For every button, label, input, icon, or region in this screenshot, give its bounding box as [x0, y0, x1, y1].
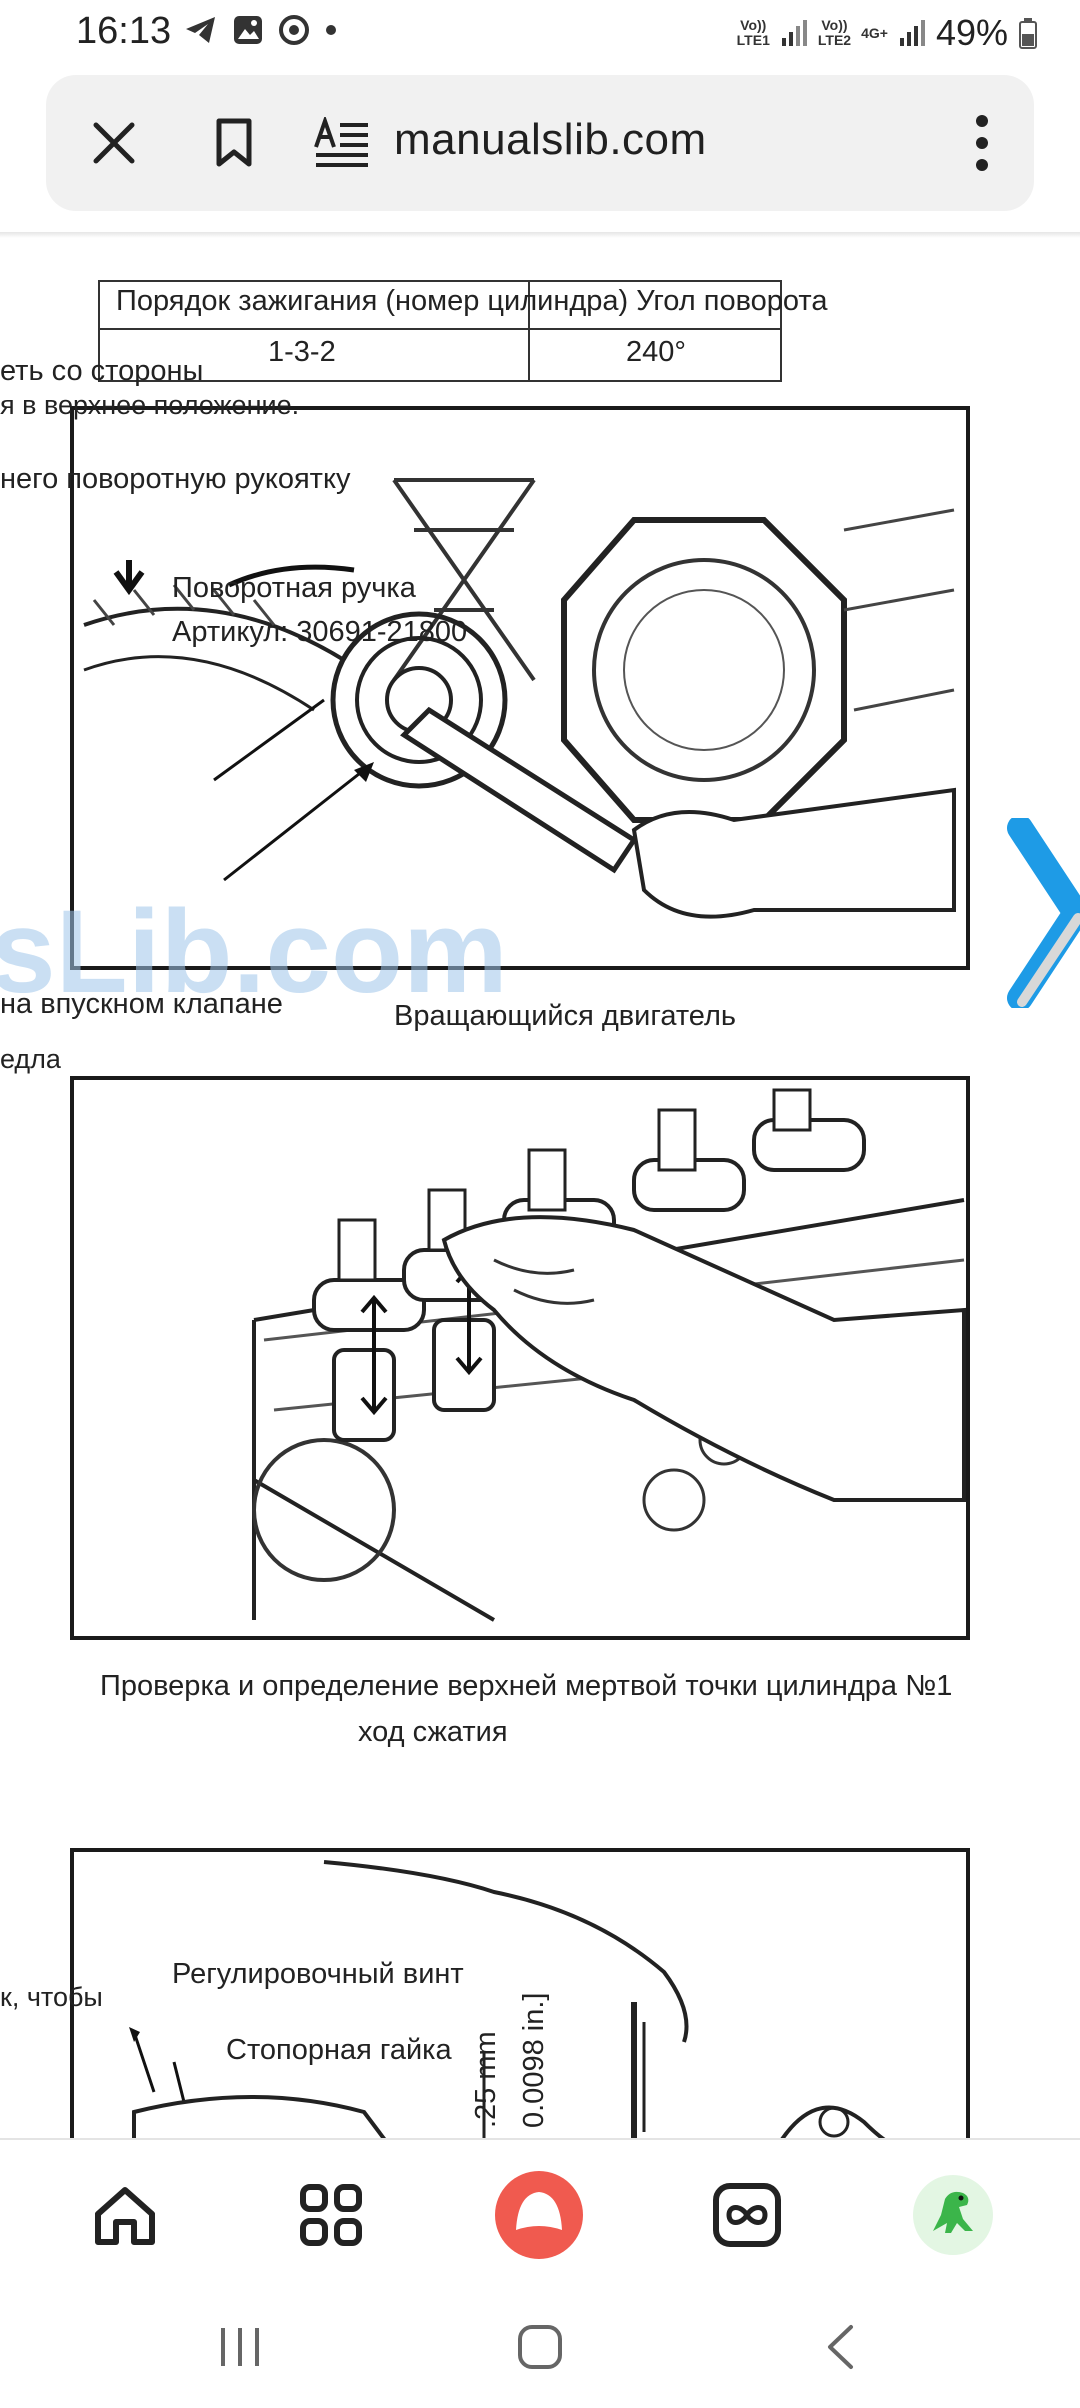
status-bar: 16:13 Vo)) LTE1 Vo)) LTE2 4G+ 49% — [0, 0, 1080, 68]
dot-icon — [326, 25, 336, 35]
url-bar-divider — [0, 232, 1080, 238]
network-type: 4G+ — [861, 24, 888, 41]
tool-name: Поворотная ручка — [172, 572, 416, 604]
sim1-volte: Vo)) — [740, 17, 767, 33]
notification-icons — [184, 14, 338, 46]
sim1-indicator: Vo)) LTE1 — [737, 18, 770, 48]
left-text-fragment-1: еть со стороны — [0, 355, 204, 387]
figure2-caption-line2: ход сжатия — [358, 1716, 508, 1748]
url-text[interactable]: manualslib.com — [394, 115, 707, 164]
alice-icon — [495, 2171, 583, 2259]
gallery-icon — [234, 16, 262, 44]
left-text-fragment-5: едла — [0, 1044, 61, 1074]
sim2-volte: Vo)) — [821, 17, 848, 33]
system-home-icon — [518, 2325, 562, 2369]
left-text-fragment-4: на впускном клапане — [0, 988, 283, 1020]
clock: 16:13 — [76, 10, 172, 52]
left-text-fragment-2: я в верхнее положение. — [0, 390, 300, 420]
figure-rotating-engine — [70, 406, 970, 970]
cylinder-head-drawing — [252, 1088, 966, 1622]
sim2-indicator: Vo)) LTE2 — [818, 18, 851, 48]
bookmark-icon — [216, 118, 252, 167]
chevron-right-icon — [1007, 815, 1080, 1011]
more-vert-icon — [976, 115, 988, 171]
recents-button[interactable] — [200, 2312, 280, 2382]
dimension-mm: .25 mm — [470, 2031, 502, 2128]
grid-icon — [300, 2184, 362, 2246]
signal-icon-2 — [899, 20, 925, 46]
label-lock-nut: Стопорная гайка — [226, 2034, 452, 2066]
reader-mode-button[interactable] — [312, 113, 372, 173]
tabs-infinity-icon — [713, 2183, 781, 2247]
recents-icon — [221, 2328, 259, 2366]
table-col-divider — [528, 282, 530, 380]
battery-percent: 49% — [935, 12, 1008, 53]
dimension-inch: 0.0098 in.] — [518, 1992, 550, 2128]
tool-part-number: Артикул: 30691-21800 — [172, 616, 468, 648]
home-icon — [95, 2187, 155, 2245]
left-text-fragment-3: него поворотную рукоятку — [0, 463, 351, 495]
back-icon — [828, 2325, 853, 2369]
home-button[interactable] — [80, 2170, 170, 2260]
services-button[interactable] — [286, 2170, 376, 2260]
manual-page[interactable]: Порядок зажигания (номер цилиндра) Угол … — [0, 238, 1080, 2138]
figure-valve-check — [70, 1076, 970, 1640]
system-home-button[interactable] — [500, 2312, 580, 2382]
left-text-fragment-6: к, чтобы — [0, 1982, 103, 2012]
reader-mode-icon — [314, 117, 368, 167]
profile-button[interactable] — [908, 2170, 998, 2260]
sync-icon — [279, 15, 309, 45]
back-button[interactable] — [800, 2312, 880, 2382]
battery-icon — [1019, 18, 1037, 49]
bookmark-button[interactable] — [204, 113, 264, 173]
next-page-button[interactable] — [1000, 815, 1080, 1011]
close-icon — [93, 122, 135, 164]
figure2-caption-line1: Проверка и определение верхней мертвой т… — [100, 1670, 953, 1702]
sim1-lte: LTE1 — [736, 32, 770, 48]
close-tab-button[interactable] — [84, 113, 144, 173]
manualslib-watermark: sLib.com — [0, 886, 508, 1018]
system-navigation-bar — [0, 2288, 1080, 2408]
firing-order-value: 1-3-2 — [268, 336, 336, 368]
valve-adjust-drawing — [129, 1860, 886, 2138]
label-adjusting-screw: Регулировочный винт — [172, 1958, 464, 1990]
sim2-lte: LTE2 — [817, 32, 852, 48]
table-row-divider — [100, 328, 780, 330]
signal-icon — [781, 20, 807, 46]
more-options-button[interactable] — [952, 113, 1012, 173]
firing-order-table — [98, 280, 782, 382]
browser-bottom-bar — [0, 2138, 1080, 2290]
alice-assistant-button[interactable] — [494, 2170, 584, 2260]
system-indicators: Vo)) LTE1 Vo)) LTE2 4G+ 49% — [737, 12, 1038, 54]
dinosaur-avatar-icon — [913, 2175, 993, 2255]
figure1-caption: Вращающийся двигатель — [394, 1000, 736, 1032]
tabs-button[interactable] — [702, 2170, 792, 2260]
telegram-icon — [186, 17, 215, 43]
browser-url-bar: manualslib.com — [46, 75, 1034, 211]
table-header: Порядок зажигания (номер цилиндра) Угол … — [116, 285, 828, 317]
figure-valve-clearance — [70, 1848, 970, 2138]
rotation-angle-value: 240° — [626, 336, 686, 368]
engine-drawing — [83, 478, 956, 919]
